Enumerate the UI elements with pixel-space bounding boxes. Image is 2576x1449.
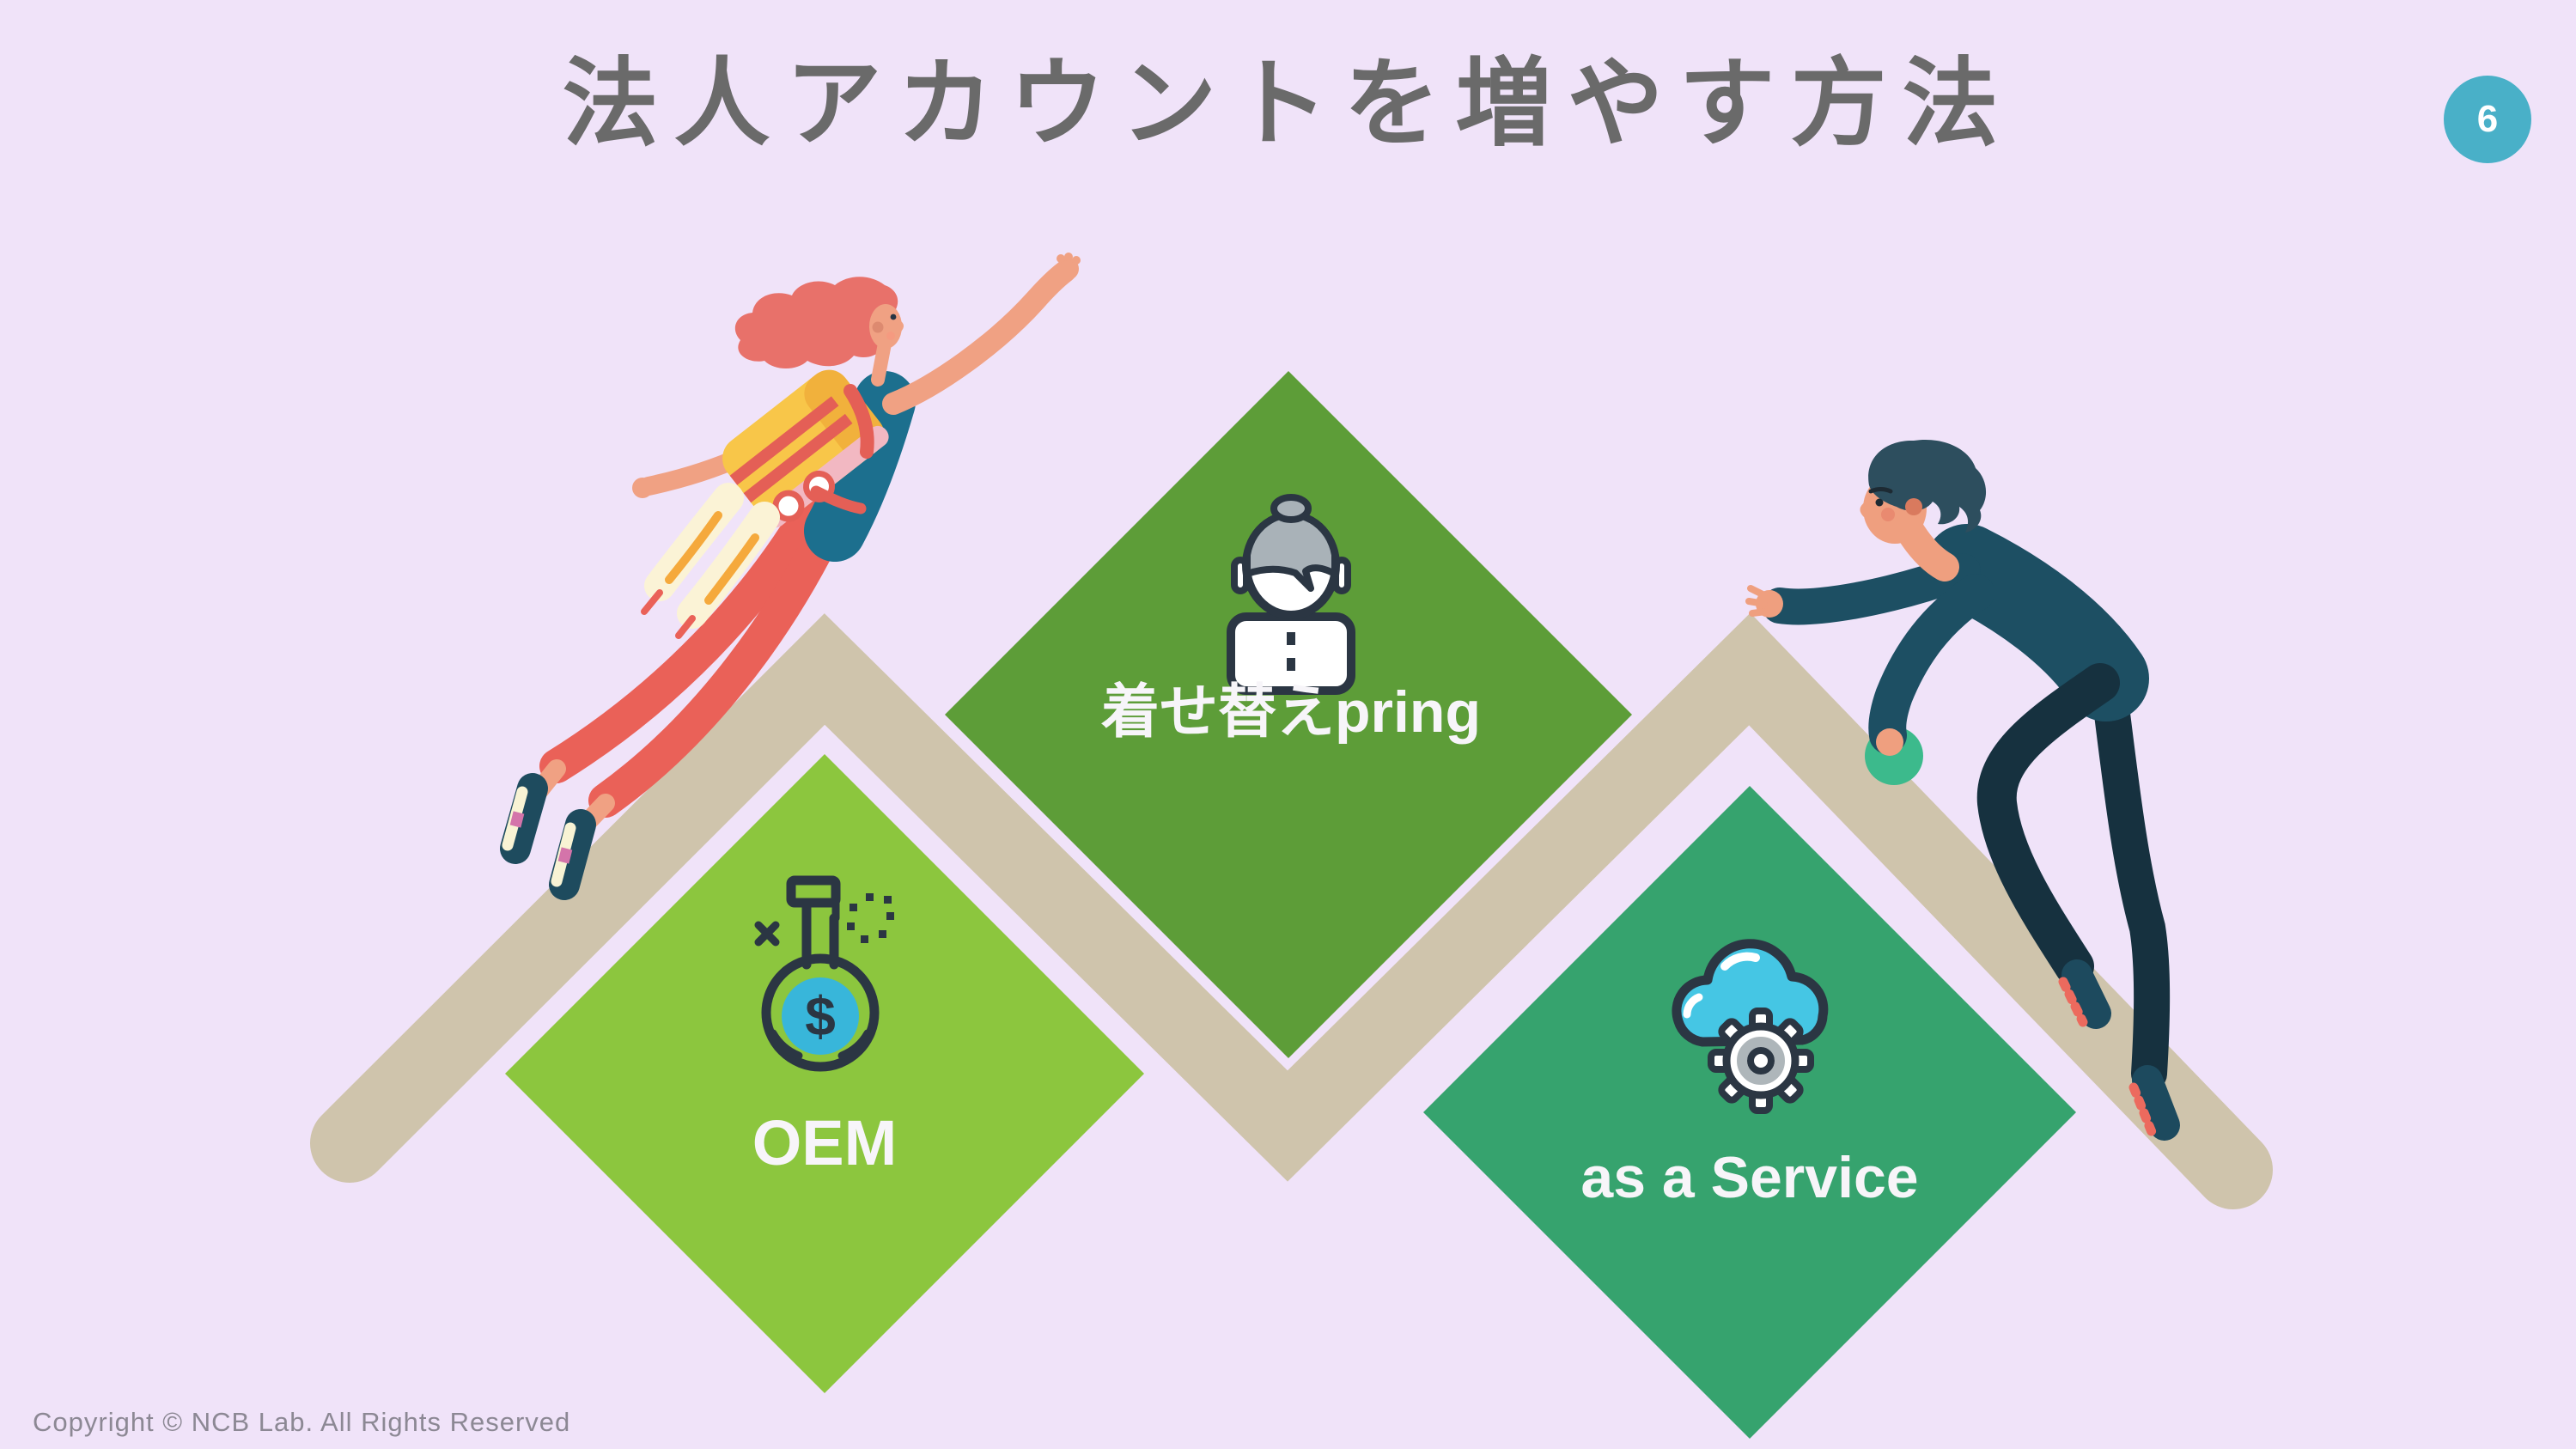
page-number: 6 [2476, 98, 2499, 140]
flask-bulb [761, 953, 880, 1072]
flask-inner-arcs [769, 1029, 872, 1060]
cloud-shape [1672, 939, 1829, 1047]
woman-leg [539, 498, 825, 783]
man-eyebrow [1868, 487, 1893, 494]
man-arm [1868, 574, 1994, 754]
gear [1708, 1008, 1814, 1114]
person-avatar-icon [1227, 494, 1355, 695]
woman-hand [632, 478, 653, 498]
woman-shoe [500, 773, 548, 864]
jetpack [722, 369, 889, 528]
jetpack-flames [641, 483, 780, 639]
dollar-flask-icon: $ [754, 875, 894, 1072]
diamond-label-oem: OEM [752, 1107, 898, 1178]
woman-jetpack-illustration [500, 253, 1081, 900]
woman-hair [734, 277, 898, 368]
man-eye [1875, 498, 1884, 507]
diamond-label-kisekae: 着せ替えpring [1100, 679, 1481, 745]
flask-collar [786, 875, 841, 908]
man-leg [1976, 663, 2120, 986]
sparkle-dots-icon [847, 893, 894, 943]
man-leg [2091, 669, 2171, 1092]
diamond-label-service: as a Service [1580, 1145, 1918, 1210]
avatar-button [1287, 632, 1295, 645]
avatar-button [1287, 658, 1295, 671]
page-number-badge: 6 [2444, 76, 2531, 163]
woman-nose [896, 320, 904, 332]
man-hand [1876, 728, 1903, 756]
man-arm [1762, 553, 1981, 625]
man-climbing-illustration [1745, 439, 2180, 1141]
man-hair [1868, 439, 1987, 533]
man-shoe [2061, 959, 2111, 1029]
woman-raised-arm [882, 260, 1076, 415]
cloud-gear-icon [1672, 939, 1829, 1114]
copyright-text: Copyright © NCB Lab. All Rights Reserved [33, 1407, 571, 1437]
woman-leg [588, 520, 840, 818]
man-ear [1905, 498, 1922, 515]
page-title: 法人アカウントを増やす方法 [562, 50, 2014, 157]
avatar-hair [1244, 511, 1338, 592]
diamond-oem [505, 754, 1144, 1393]
sparkle-x-icon [754, 921, 780, 947]
coin-circle [782, 977, 859, 1055]
woman-shoe [549, 809, 596, 900]
avatar-hair-bun [1270, 494, 1312, 523]
man-nose [1860, 502, 1870, 517]
flask-neck [801, 898, 839, 970]
cloud-highlight [1720, 952, 1760, 971]
woman-eye [890, 314, 897, 320]
man-shoe [2132, 1065, 2180, 1141]
woman-ear [872, 321, 884, 333]
zigzag-path [310, 612, 2273, 1209]
diamond-service [1423, 786, 2076, 1439]
woman-torso [804, 371, 916, 562]
diamond-kisekae [945, 371, 1632, 1058]
cloud-highlight [1683, 993, 1703, 1019]
dollar-symbol: $ [805, 985, 836, 1047]
